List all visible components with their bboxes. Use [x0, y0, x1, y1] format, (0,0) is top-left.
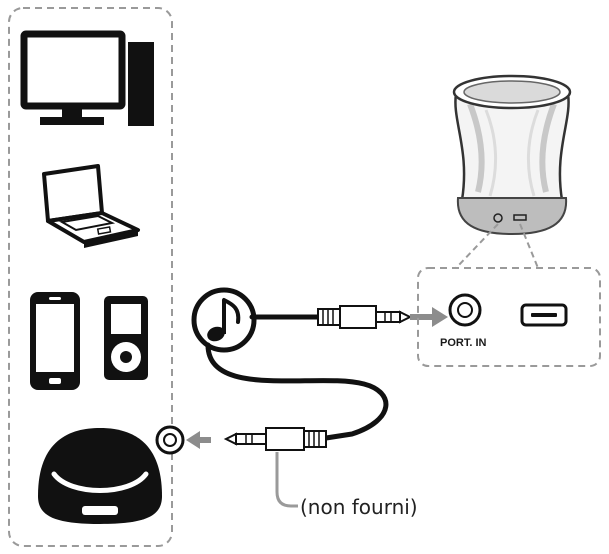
mp3-player-icon [104, 296, 148, 380]
speaker-icon [452, 74, 572, 236]
devices-frame [8, 7, 173, 547]
upper-audio-plug [317, 305, 413, 329]
laptop-icon [42, 164, 140, 248]
music-note-icon [191, 287, 257, 353]
audio-cable [205, 314, 389, 441]
cd-player-icon [38, 428, 162, 524]
arrow-to-source-icon [186, 431, 211, 449]
cable-callout-line [275, 452, 298, 508]
speaker-callout-lines [455, 223, 539, 269]
cable-note-label: (non fourni) [300, 495, 418, 519]
port-in-label: PORT. IN [440, 337, 487, 349]
desktop-computer-icon [20, 30, 154, 126]
usb-port-icon [520, 303, 568, 327]
aux-in-port-icon [448, 293, 482, 327]
arrow-to-port-icon [410, 307, 448, 327]
ports-panel [417, 267, 601, 367]
source-jack-icon [155, 425, 185, 455]
lower-audio-plug [223, 427, 327, 451]
smartphone-icon [30, 292, 80, 390]
